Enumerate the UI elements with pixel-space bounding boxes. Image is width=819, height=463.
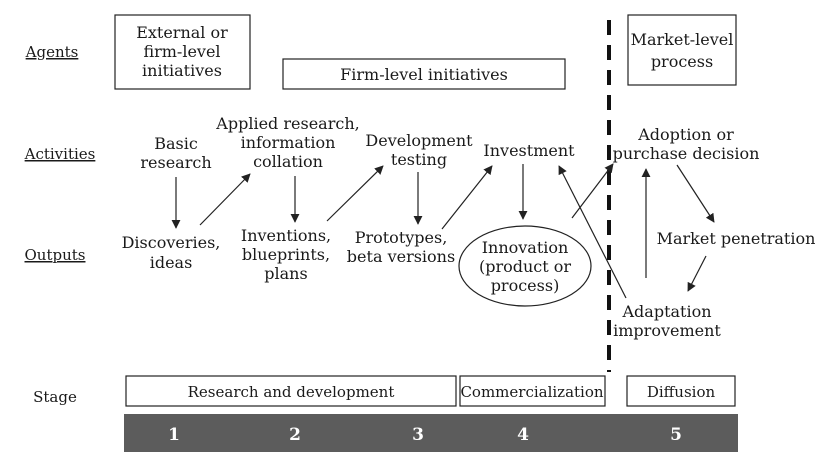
agent-external-line-2: firm-level — [143, 42, 220, 61]
stage-box-rnd — [125, 375, 457, 407]
row-label-agents: Agents — [25, 43, 79, 61]
agent-box-external — [114, 14, 251, 90]
agent-box-firm — [282, 58, 566, 90]
activity-basic-research-line-1: Basic — [154, 134, 198, 153]
agent-external-line-3: initiatives — [142, 61, 222, 80]
stage-rnd-label: Research and development — [188, 383, 395, 401]
activity-development-line-1: Development — [365, 131, 473, 150]
arrow-prototypes-to-investment — [441, 165, 493, 230]
output-prototypes-line-2: beta versions — [347, 247, 455, 266]
stage-box-commercialization — [459, 375, 606, 407]
stage-box-diffusion — [626, 375, 736, 407]
output-prototypes-line-1: Prototypes, — [355, 228, 448, 247]
agent-external-line-1: External or — [136, 23, 228, 42]
output-discoveries-line-2: ideas — [150, 253, 193, 272]
stage-commercialization-label: Commercialization — [460, 383, 603, 401]
agent-firm-label: Firm-level initiatives — [340, 65, 508, 84]
agent-market-line-1: Market-level — [631, 30, 734, 49]
innovation-ellipse — [458, 225, 592, 307]
row-label-activities: Activities — [24, 145, 96, 163]
output-innovation-line-3: process) — [491, 276, 560, 295]
stage-number-1: 1 — [168, 425, 180, 445]
stage-number-2: 2 — [289, 425, 301, 445]
activity-market-penetration: Market penetration — [657, 229, 816, 248]
stage-number-4: 4 — [517, 425, 529, 445]
row-label-outputs: Outputs — [25, 246, 86, 264]
arrow-market-penetration-to-adaptation — [687, 255, 707, 292]
activity-adaptation-line-2: improvement — [613, 321, 721, 340]
arrow-innovation-to-adoption — [571, 163, 614, 219]
activity-basic-research-line-2: research — [140, 153, 211, 172]
activity-applied-research-line-1: Applied research, — [215, 114, 359, 133]
activity-investment: Investment — [483, 141, 575, 160]
output-discoveries-line-1: Discoveries, — [122, 233, 221, 252]
arrow-inventions-to-development — [326, 165, 384, 222]
output-innovation-line-1: Innovation — [482, 238, 569, 257]
activity-adoption-line-1: Adoption or — [637, 125, 734, 144]
arrow-adaptation-to-investment — [558, 165, 627, 299]
agent-market-line-2: process — [651, 52, 713, 71]
activity-adaptation-line-1: Adaptation — [621, 302, 711, 321]
activity-development-line-2: testing — [391, 150, 447, 169]
activity-adoption-line-2: purchase decision — [613, 144, 760, 163]
stage-diffusion-label: Diffusion — [647, 383, 716, 401]
activity-applied-research-line-2: information — [241, 133, 336, 152]
row-label-stage: Stage — [33, 388, 77, 406]
arrow-discoveries-to-applied-research — [199, 173, 251, 226]
stage-number-bar — [124, 414, 738, 452]
stage-number-3: 3 — [412, 425, 424, 445]
output-inventions-line-1: Inventions, — [241, 226, 331, 245]
activity-applied-research-line-3: collation — [253, 152, 323, 171]
output-inventions-line-3: plans — [264, 264, 307, 283]
stage-number-5: 5 — [670, 425, 682, 445]
agent-box-market — [627, 14, 737, 86]
output-innovation-line-2: (product or — [479, 257, 571, 276]
arrow-adoption-to-market-penetration — [676, 164, 715, 223]
output-inventions-line-2: blueprints, — [242, 245, 330, 264]
